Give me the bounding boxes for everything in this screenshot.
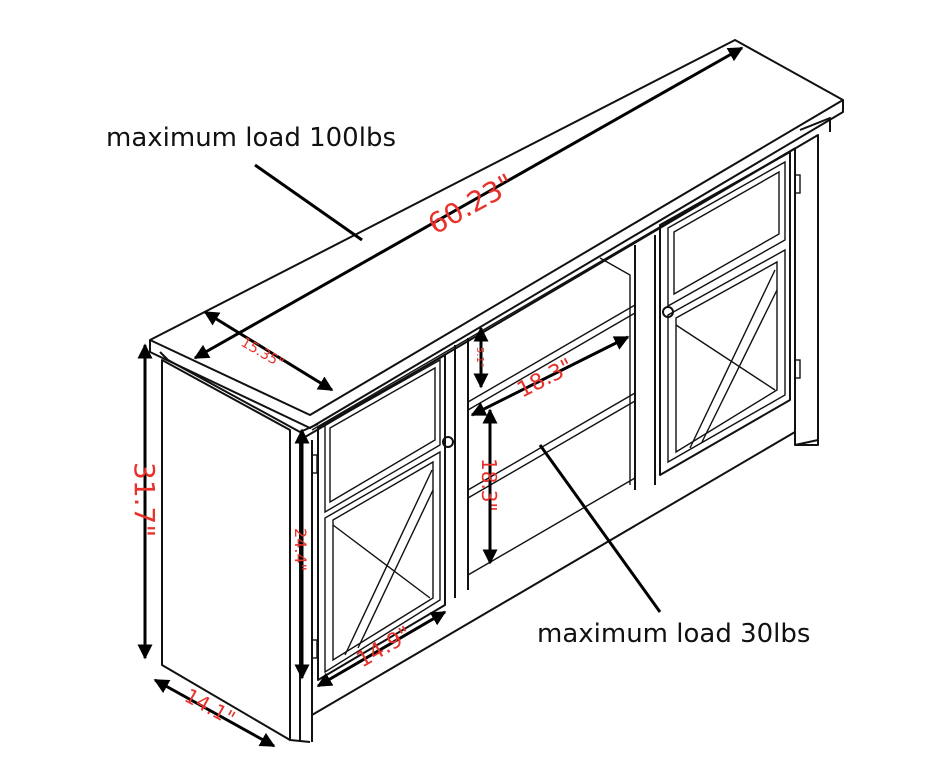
dimension-arrows: [137, 46, 744, 748]
door-width-label: 14.9": [353, 622, 417, 673]
top-gap-label: 5.1": [474, 347, 485, 368]
shelf-height-label: 18.3": [477, 458, 501, 512]
door-height-label: 24.4": [291, 528, 310, 571]
top-depth-label: 15.35": [238, 335, 286, 372]
left-door: [317, 354, 446, 681]
width-arrow: [193, 46, 744, 360]
door-width-arrow: [316, 610, 447, 688]
base-depth-label: 14.1": [181, 683, 240, 730]
top-load-leader: [254, 163, 363, 242]
shelf-width-label: 18.3": [513, 354, 577, 403]
shelf-load-note: maximum load 30lbs: [537, 619, 810, 649]
top-depth-arrow: [203, 310, 334, 392]
top-load-note: maximum load 100lbs: [106, 123, 396, 153]
width-label: 60.23": [422, 167, 519, 241]
base-depth-arrow: [153, 678, 276, 748]
tabletop: [149, 39, 844, 416]
right-door: [659, 151, 791, 476]
shelf-width-arrow: [470, 335, 630, 417]
height-label: 31.7": [128, 462, 161, 537]
shelf-load-leader: [538, 444, 662, 613]
